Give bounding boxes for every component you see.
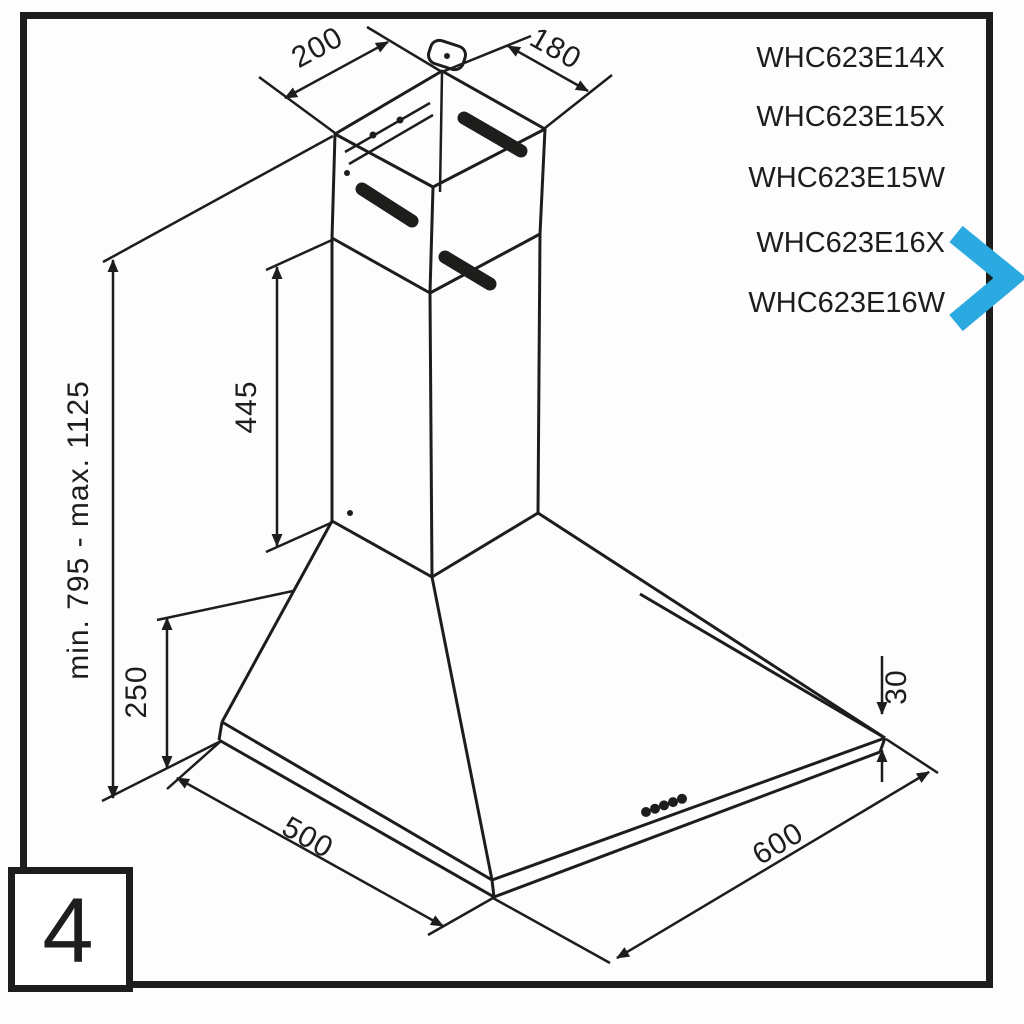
top-depth-label: 180: [524, 21, 586, 76]
rim-height-label: 30: [880, 669, 913, 704]
total-height-label: min. 795 - max. 1125: [62, 380, 95, 680]
page-number-box: 4: [8, 867, 133, 992]
dim-total-height: min. 795 - max. 1125: [62, 134, 334, 803]
dim-top-width: 200: [258, 20, 443, 135]
screw-hole: [347, 510, 353, 516]
slot-right-face: [438, 250, 497, 291]
next-arrow-icon[interactable]: [949, 225, 1024, 332]
model-item: WHC623E15X: [756, 101, 945, 133]
dim-chimney-section: 445: [230, 238, 334, 554]
dim-hood-width: 500: [166, 740, 494, 937]
slot-left-face: [355, 182, 419, 228]
hood-width-label: 500: [276, 810, 338, 865]
model-item: WHC623E16X: [756, 227, 945, 259]
chimney-duct: [330, 69, 547, 579]
top-width-label: 200: [286, 20, 348, 74]
dim-canopy-height: 250: [120, 589, 294, 770]
mounting-bracket: [344, 38, 467, 166]
bracket-tab: [427, 38, 467, 72]
dim-top-depth: 180: [441, 21, 613, 129]
canopy-height-label: 250: [120, 665, 153, 718]
model-item: WHC623E15W: [748, 162, 945, 194]
screw-hole: [344, 170, 350, 176]
dim-hood-depth: 600: [492, 737, 939, 965]
model-list: WHC623E14X WHC623E15X WHC623E15W WHC623E…: [748, 42, 945, 319]
vent-slots: [344, 111, 528, 516]
page-number: 4: [42, 880, 93, 982]
model-item: WHC623E16W: [748, 287, 945, 319]
slot-inner-wall: [457, 111, 528, 158]
model-item: WHC623E14X: [756, 42, 945, 74]
dim-rim-height: 30: [876, 656, 913, 782]
chimney-height-label: 445: [230, 380, 263, 433]
page-border: [20, 12, 993, 988]
